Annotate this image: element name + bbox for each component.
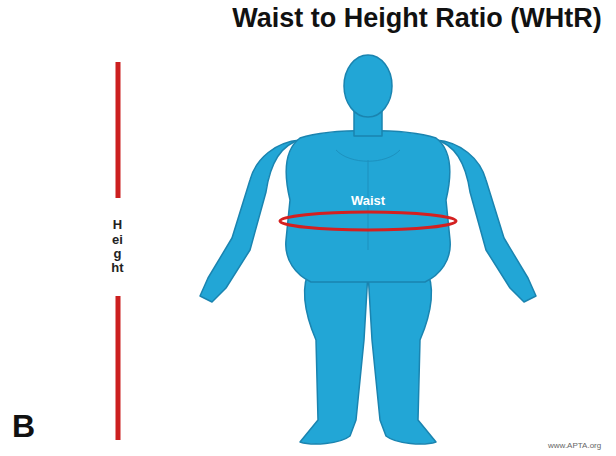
height-bar [116,296,121,440]
height-bar [116,62,121,198]
watermark: www.APTA.org [548,441,601,451]
panel-letter: B [12,408,35,444]
height-label: Height [111,218,124,275]
waist-ellipse [280,212,456,230]
waist-label: Waist [330,193,406,208]
title: Waist to Height Ratio (WHtR) [222,2,612,34]
